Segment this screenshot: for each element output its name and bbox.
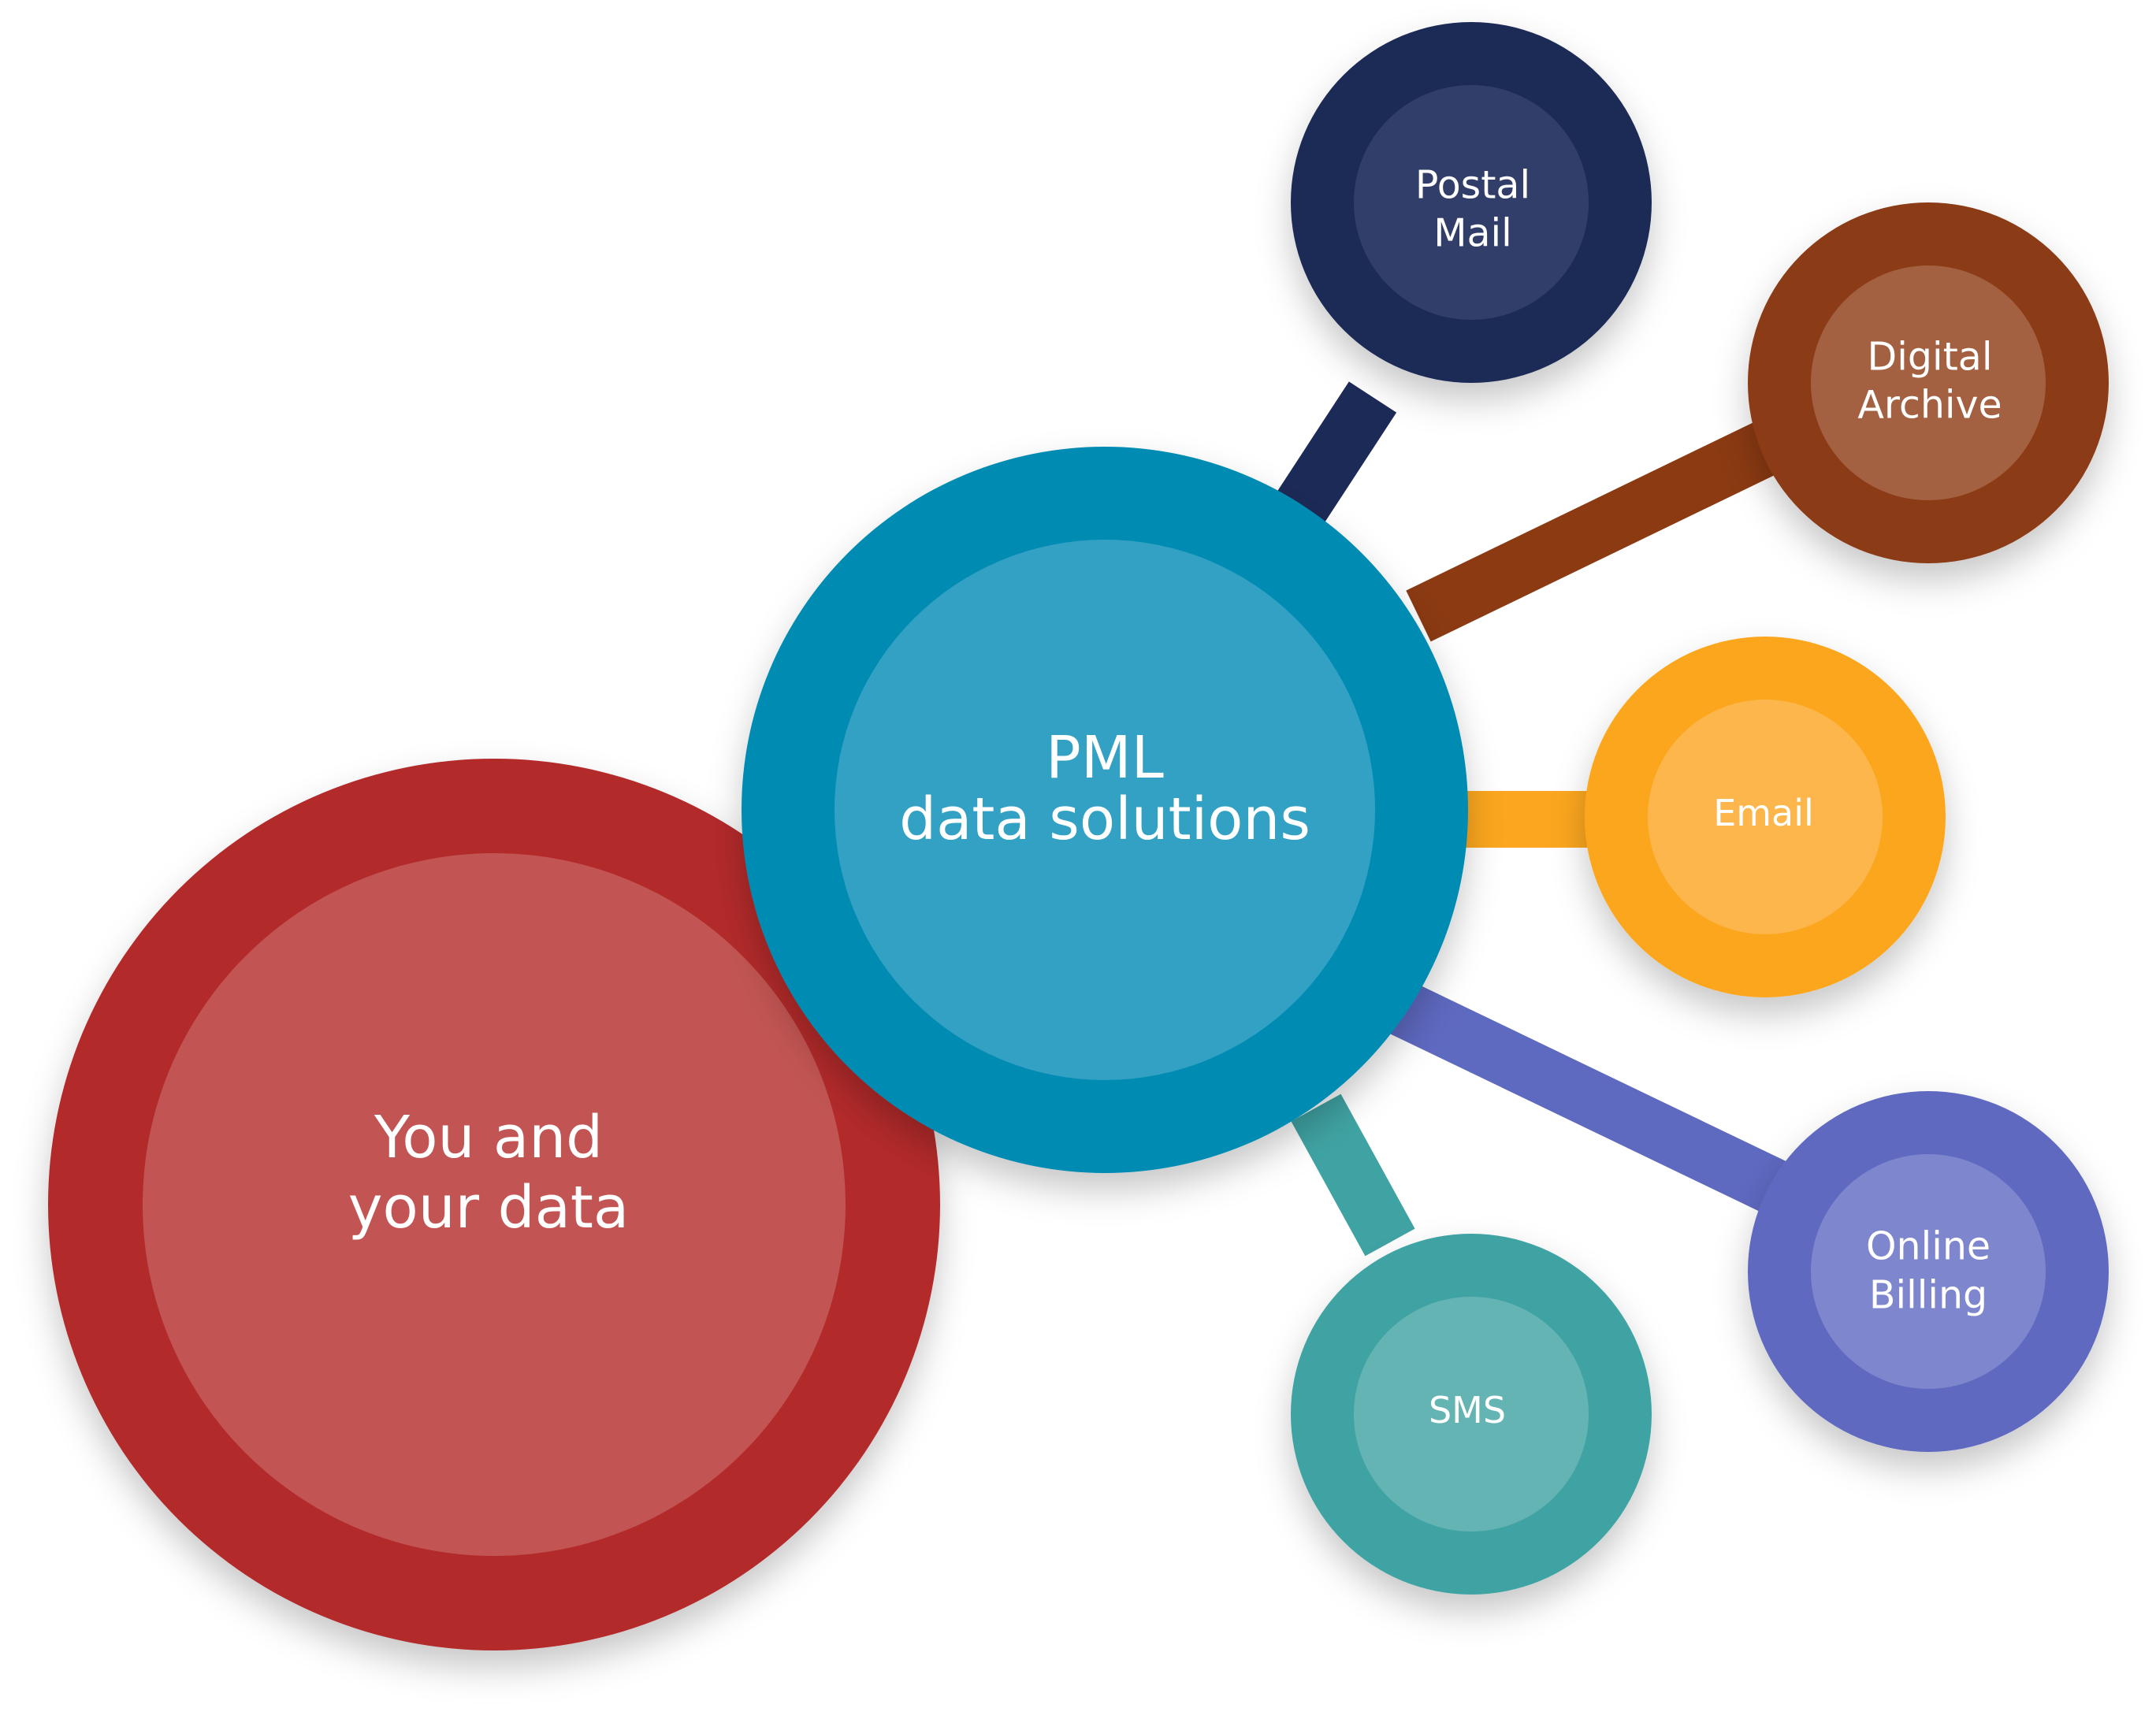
connector-postal-mail <box>1273 381 1397 529</box>
node-digital-archive: Digital Archive <box>1748 202 2109 563</box>
node-postal-mail-inner <box>1354 85 1589 320</box>
node-online-billing: Online Billing <box>1748 1091 2109 1452</box>
node-online-billing-label-line-1: Online <box>1866 1224 1991 1269</box>
node-postal-mail-label-line-1: Postal <box>1415 163 1530 208</box>
node-online-billing-label-line-2: Billing <box>1869 1273 1987 1318</box>
node-pml-data-solutions-label-line-2: data solutions <box>899 785 1310 853</box>
node-you-and-your-data-label-line-2: your data <box>348 1174 630 1242</box>
connector-sms <box>1291 1093 1415 1257</box>
node-you-and-your-data: You and your data <box>48 759 940 1650</box>
connectors <box>1273 381 1787 1257</box>
node-email: Email <box>1585 637 1946 997</box>
node-you-and-your-data-inner <box>143 853 846 1556</box>
node-pml-data-solutions-label-line-1: PML <box>1046 724 1164 792</box>
node-digital-archive-label-line-1: Digital <box>1868 335 1993 380</box>
node-email-label: Email <box>1713 792 1814 834</box>
node-digital-archive-label-line-2: Archive <box>1857 383 2002 428</box>
node-sms-label: SMS <box>1429 1389 1506 1431</box>
node-postal-mail-label-line-2: Mail <box>1433 211 1512 256</box>
connector-digital-archive <box>1406 421 1781 642</box>
node-postal-mail: Postal Mail <box>1291 22 1652 383</box>
node-online-billing-inner <box>1811 1154 2046 1389</box>
node-pml-data-solutions-inner <box>835 540 1375 1080</box>
node-you-and-your-data-label-line-1: You and <box>374 1104 603 1171</box>
node-sms-inner <box>1354 1297 1589 1532</box>
connector-online-billing <box>1390 982 1787 1213</box>
node-pml-data-solutions: PML data solutions <box>742 447 1468 1173</box>
node-digital-archive-inner <box>1811 265 2046 500</box>
node-email-inner <box>1648 700 1883 934</box>
node-sms: SMS <box>1291 1234 1652 1595</box>
